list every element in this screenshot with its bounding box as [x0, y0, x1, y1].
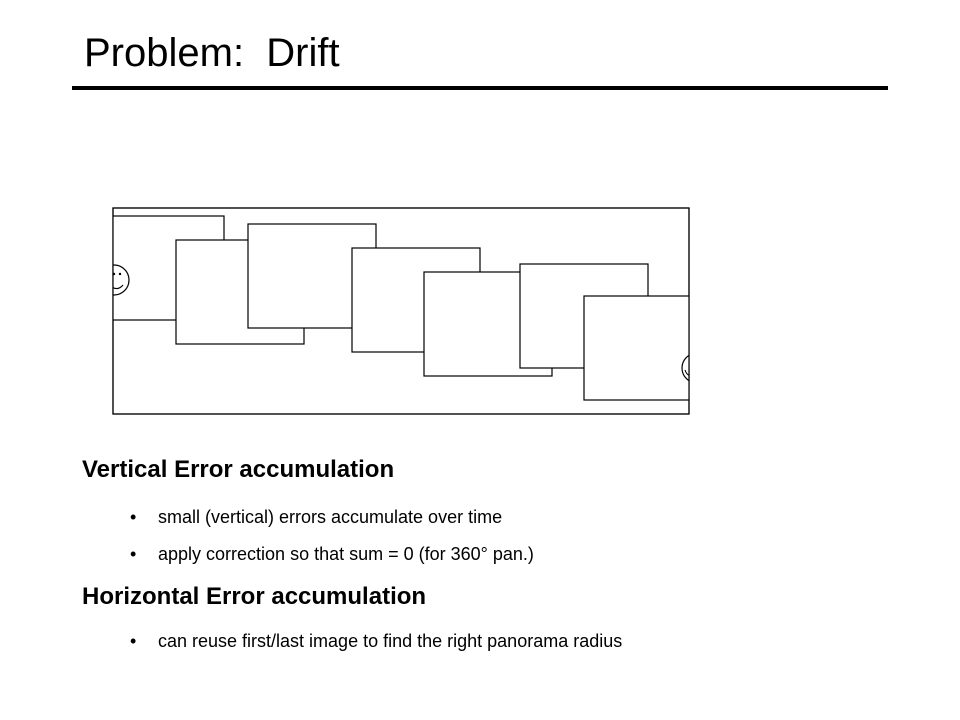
bullet-item: • can reuse first/last image to find the … — [130, 629, 622, 653]
panorama-drift-diagram — [100, 200, 700, 425]
title-underline — [72, 86, 888, 90]
section-heading-vertical: Vertical Error accumulation — [82, 456, 395, 483]
bullet-item: • apply correction so that sum = 0 (for 3… — [130, 542, 534, 566]
section-heading-horizontal: Horizontal Error accumulation — [82, 583, 427, 610]
slide-title: Problem: Drift — [84, 31, 340, 75]
bullet-item: • small (vertical) errors accumulate over… — [130, 505, 502, 529]
bullet-glyph: • — [130, 507, 137, 527]
bullet-text: apply correction so that sum = 0 (for 36… — [158, 544, 534, 564]
bullet-text: small (vertical) errors accumulate over … — [158, 507, 503, 527]
bullet-text: can reuse first/last image to find the r… — [158, 631, 623, 651]
bullet-glyph: • — [130, 544, 137, 564]
bullet-glyph: • — [130, 631, 137, 651]
image-frame-7 — [583, 295, 689, 401]
